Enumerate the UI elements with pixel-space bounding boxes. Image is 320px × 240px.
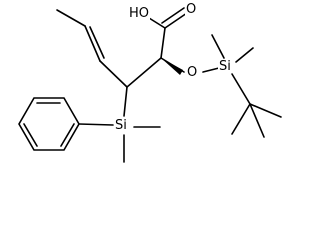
bond-cquat-me2 (249, 103, 282, 118)
bond-c3-c2 (126, 57, 162, 88)
wedge-c3-to-chain (98, 58, 127, 87)
silicon-tbs-label: Si (218, 59, 232, 74)
bond-si-methyl-up (211, 34, 225, 59)
bond-c1-o-double-a (164, 12, 188, 29)
bond-ch-ch-double-a (84, 25, 101, 62)
bond-si-methyl-right (235, 47, 254, 63)
bond-ch-ch-double-b (89, 26, 105, 59)
bond-c1-oh (148, 17, 166, 29)
bond-si-phenyl-ring (78, 123, 114, 126)
silicon-phenyl-label: Si (114, 118, 128, 133)
bond-si-cquat (231, 73, 251, 105)
phenyl-double-2 (23, 123, 38, 147)
bond-c3-si-phenyl (123, 86, 128, 117)
bond-c2-c1 (160, 27, 166, 59)
structure-canvas: HO O O Si Si (18, 2, 282, 163)
wedge-c2-to-o (161, 58, 183, 75)
ether-o-label: O (186, 65, 199, 80)
bond-cquat-me1 (231, 103, 251, 135)
bond-ch3-ch (56, 9, 86, 27)
carboxyl-oh-label: HO (128, 6, 151, 21)
bond-cquat-me3 (249, 103, 265, 138)
bond-c1-o-double-b (161, 7, 185, 24)
carbonyl-o-label: O (185, 2, 198, 17)
phenyl-double-3 (60, 123, 75, 147)
chemical-structure (18, 7, 282, 163)
phenyl-ring (18, 97, 80, 151)
bond-o-si-tbs (202, 67, 220, 73)
